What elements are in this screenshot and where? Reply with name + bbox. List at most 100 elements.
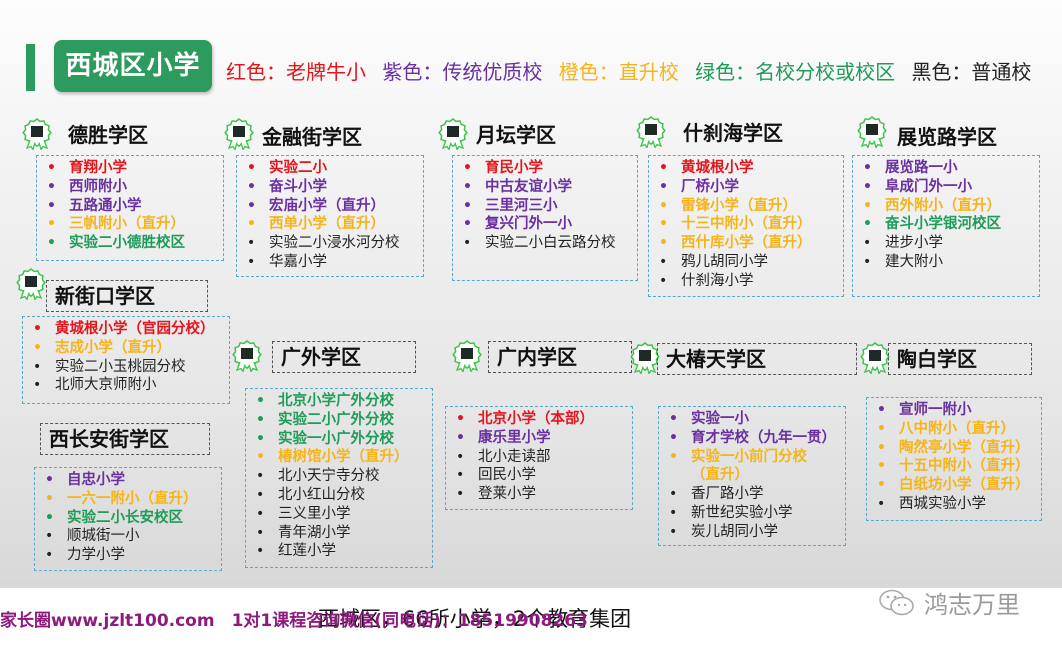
school-list-box: 育民小学中古友谊小学三里河三小复兴门外一小实验二小白云路分校 [452,155,638,281]
school-item: 西单小学（直升） [245,215,417,234]
watermark-text: 鸿志万里 [924,591,1020,619]
award-badge-icon [860,342,890,376]
award-badge-icon [22,118,52,152]
school-item: 炭儿胡同小学 [667,523,839,542]
school-item: 育翔小学 [45,159,217,178]
school-item: 北京小学广外分校 [254,392,426,411]
school-item: 北小走读部 [454,448,626,467]
school-list-box: 北京小学（本部）康乐里小学北小走读部回民小学登莱小学 [445,406,633,510]
school-item: 北小天宁寺分校 [254,467,426,486]
school-item: 奋斗小学银河校区 [861,215,1033,234]
school-list-box: 黄城根小学（官园分校）志成小学（直升）实验二小玉桃园分校北师大京师附小 [22,316,230,404]
school-item: 实验二小广外分校 [254,411,426,430]
school-item: 实验二小长安校区 [43,509,215,528]
school-item: 实验一小前门分校 [667,448,839,467]
school-list-box: 实验一小育才学校（九年一贯）实验一小前门分校（直升）香厂路小学新世纪实验小学炭儿… [658,406,846,546]
school-item: 五路通小学 [45,197,217,216]
school-item: 阜成门外一小 [861,178,1033,197]
school-item: 白纸坊小学（直升） [875,476,1035,495]
school-item: 实验一小 [667,410,839,429]
district-title: 德胜学区 [68,123,148,147]
school-item: 华嘉小学 [245,253,417,272]
school-item: 鸦儿胡同小学 [657,253,837,272]
school-item: 西师附小 [45,178,217,197]
school-list: 北京小学（本部）康乐里小学北小走读部回民小学登莱小学 [454,410,626,504]
school-list-box: 黄城根小学厂桥小学雷锋小学（直升）十三中附小（直升）西什库小学（直升）鸦儿胡同小… [648,155,844,297]
award-badge-icon [630,342,660,376]
footer-ad-text: 家长圈www.jzlt100.com 1对1课程咨询微信(同电话)：185199… [0,611,588,631]
school-list: 实验一小育才学校（九年一贯）实验一小前门分校（直升）香厂路小学新世纪实验小学炭儿… [667,410,839,542]
district-title: 陶白学区 [888,343,1032,375]
school-list: 展览路一小阜成门外一小西外附小（直升）奋斗小学银河校区进步小学建大附小 [861,159,1033,272]
school-item: 志成小学（直升） [31,339,223,358]
district-title: 什刹海学区 [683,121,783,145]
school-item: 西外附小（直升） [861,197,1033,216]
school-item: 西什库小学（直升） [657,234,837,253]
school-item: 椿树馆小学（直升） [254,448,426,467]
school-item: 宣师一附小 [875,401,1035,420]
district-title: 广内学区 [488,341,632,373]
legend-green: 绿色：名校分校或校区 [695,60,896,84]
slide: 西城区小学 红色：老牌牛小 紫色：传统优质校 橙色：直升校 绿色：名校分校或校区… [0,0,1062,588]
school-list-box: 自忠小学一六一附小（直升）实验二小长安校区顺城街一小力学小学 [34,467,222,571]
school-item: 北小红山分校 [254,486,426,505]
school-list: 育翔小学西师附小五路通小学三帆附小（直升）实验二小德胜校区 [45,159,217,253]
school-item: 新世纪实验小学 [667,504,839,523]
school-item: 厂桥小学 [657,178,837,197]
district-title: 月坛学区 [476,123,556,147]
school-item: 顺城街一小 [43,527,215,546]
school-list: 实验二小奋斗小学宏庙小学（直升）西单小学（直升）实验二小浸水河分校华嘉小学 [245,159,417,272]
school-item: 实验二小 [245,159,417,178]
school-item: 北师大京师附小 [31,376,223,395]
award-badge-icon [438,118,468,152]
school-item: 三里河三小 [461,197,631,216]
school-item: 实验二小浸水河分校 [245,234,417,253]
school-item: 一六一附小（直升） [43,490,215,509]
award-badge-icon [857,116,887,150]
school-list-box: 宣师一附小八中附小（直升）陶然亭小学（直升）十五中附小（直升）白纸坊小学（直升）… [866,397,1042,521]
district-title: 金融街学区 [262,125,362,149]
title-accent-bar [26,44,35,91]
district-title: 广外学区 [272,341,416,373]
school-item: 登莱小学 [454,485,626,504]
school-list-box: 展览路一小阜成门外一小西外附小（直升）奋斗小学银河校区进步小学建大附小 [852,155,1040,297]
legend-orange: 橙色：直升校 [558,60,679,84]
school-list: 自忠小学一六一附小（直升）实验二小长安校区顺城街一小力学小学 [43,471,215,565]
school-item: 康乐里小学 [454,429,626,448]
school-item: 青年湖小学 [254,524,426,543]
award-badge-icon [636,116,666,150]
school-item: 三义里小学 [254,505,426,524]
school-item: 实验二小玉桃园分校 [31,358,223,377]
legend-red: 红色：老牌牛小 [226,60,366,84]
watermark: 鸿志万里 [878,585,1020,620]
school-list: 北京小学广外分校实验二小广外分校实验一小广外分校椿树馆小学（直升）北小天宁寺分校… [254,392,426,561]
award-badge-icon [16,268,46,302]
school-list-box: 育翔小学西师附小五路通小学三帆附小（直升）实验二小德胜校区 [36,155,224,261]
school-item: （直升） [691,467,749,484]
school-item: 雷锋小学（直升） [657,197,837,216]
school-item: 什刹海小学 [657,272,837,291]
school-item: 实验二小白云路分校 [461,234,631,253]
district-title: 西长安街学区 [40,423,210,455]
school-item: 陶然亭小学（直升） [875,439,1035,458]
district-title: 展览路学区 [897,125,997,149]
award-badge-icon [452,340,482,374]
school-item: 中古友谊小学 [461,178,631,197]
school-item: 建大附小 [861,253,1033,272]
school-list: 育民小学中古友谊小学三里河三小复兴门外一小实验二小白云路分校 [461,159,631,253]
school-item: 力学小学 [43,546,215,565]
school-item: 复兴门外一小 [461,215,631,234]
legend-black: 黑色：普通校 [911,60,1032,84]
school-item: 进步小学 [861,234,1033,253]
school-item: 育才学校（九年一贯） [667,429,839,448]
school-item: 实验一小广外分校 [254,430,426,449]
school-item: 黄城根小学（官园分校） [31,320,223,339]
school-list: 宣师一附小八中附小（直升）陶然亭小学（直升）十五中附小（直升）白纸坊小学（直升）… [875,401,1035,514]
school-item: 回民小学 [454,466,626,485]
school-item: 十五中附小（直升） [875,457,1035,476]
school-item: 三帆附小（直升） [45,215,217,234]
school-item: 西城实验小学 [875,495,1035,514]
district-title: 新街口学区 [46,280,208,312]
footer-summary-text: 西城区，66所小学，2个教育集团 [318,607,632,631]
school-item: 展览路一小 [861,159,1033,178]
